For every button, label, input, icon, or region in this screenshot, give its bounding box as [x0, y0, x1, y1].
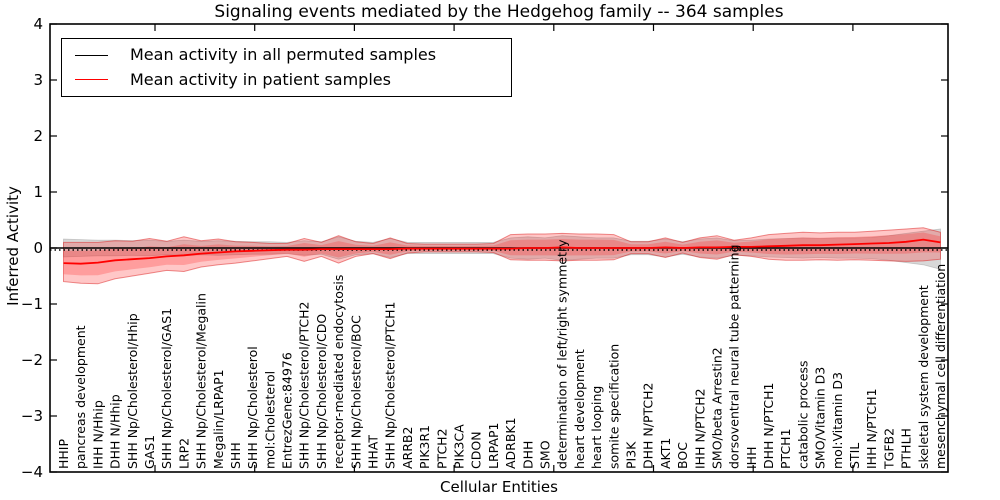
x-category-label: SMO/Vitamin D3 [813, 367, 828, 469]
x-category-label: somite specification [606, 344, 621, 469]
legend-label-permuted: Mean activity in all permuted samples [130, 45, 437, 65]
x-category-label: SHH Np/Cholesterol [245, 346, 260, 469]
x-category-label: LRP2 [176, 438, 191, 469]
x-axis-label: Cellular Entities [440, 478, 558, 496]
y-tick-label: 1 [33, 183, 43, 201]
x-category-label: catabolic process [795, 360, 810, 469]
x-category-label: IHH N/PTCH2 [692, 388, 707, 469]
x-category-label: AKT1 [658, 438, 673, 469]
x-category-label: IHH N/Hhip [90, 400, 105, 469]
x-category-label: HHAT [366, 435, 381, 469]
y-tick-label: 4 [33, 15, 43, 33]
legend-entry-permuted: Mean activity in all permuted samples [62, 46, 511, 64]
x-category-label: STIL [847, 443, 862, 469]
x-category-label: heart development [572, 349, 587, 469]
x-category-label: PIK3R1 [417, 425, 432, 469]
x-category-label: DHH N/PTCH2 [641, 383, 656, 469]
x-category-label: DHH [520, 441, 535, 469]
x-category-label: SHH [228, 442, 243, 469]
x-category-label: PTCH1 [778, 428, 793, 469]
x-category-label: BOC [675, 442, 690, 469]
x-category-label: PIK3CA [452, 424, 467, 469]
x-category-label: SHH Np/Cholesterol/Megalin [194, 293, 209, 469]
patient-range-band [63, 227, 941, 285]
x-category-label: CDON [469, 431, 484, 469]
x-category-label: mol:Vitamin D3 [830, 372, 845, 469]
x-category-label: SHH Np/Cholesterol/PTCH2 [297, 302, 312, 470]
patient-inner-band [63, 232, 941, 276]
x-category-label: receptor-mediated endocytosis [331, 275, 346, 469]
x-category-label: IHH N/PTCH1 [864, 388, 879, 469]
y-tick-label: −4 [21, 463, 43, 481]
x-category-label: TGFB2 [881, 428, 896, 470]
legend: Mean activity in all permuted samples Me… [61, 38, 512, 97]
chart-title: Signaling events mediated by the Hedgeho… [214, 2, 784, 22]
y-tick-label: −1 [21, 295, 43, 313]
x-category-label: determination of left/right symmetry [555, 239, 570, 469]
patient-mean-line [63, 238, 941, 265]
x-category-label: pancreas development [73, 325, 88, 469]
x-category-label: PI3K [624, 441, 639, 469]
x-category-label: dorsoventral neural tube patterning [727, 245, 742, 470]
x-category-label: SHH Np/Cholesterol/Hhip [125, 313, 140, 469]
x-category-label: SMO/beta Arrestin2 [710, 347, 725, 469]
x-category-label: SHH Np/Cholesterol/BOC [348, 315, 363, 469]
x-category-label: mol:Cholesterol [262, 371, 277, 469]
x-category-label: heart looping [589, 386, 604, 469]
x-category-label: ARRB2 [400, 427, 415, 469]
x-category-label: SMO [538, 440, 553, 469]
x-category-label: GAS1 [142, 435, 157, 469]
x-category-label: skeletal system development [916, 285, 931, 469]
x-category-label: PTHLH [899, 428, 914, 469]
x-category-label: Megalin/LRPAP1 [211, 369, 226, 469]
x-category-label: SHH Np/Cholesterol/CDO [314, 314, 329, 469]
y-tick-label: −3 [21, 407, 43, 425]
legend-entry-patient: Mean activity in patient samples [62, 71, 511, 89]
x-category-label: SHH Np/Cholesterol/GAS1 [159, 308, 174, 469]
x-category-label: DHH N/Hhip [108, 394, 123, 469]
x-category-label: EntrezGene:84976 [280, 352, 295, 469]
x-category-label: PTCH2 [434, 428, 449, 469]
x-category-label: LRPAP1 [486, 423, 501, 469]
y-tick-label: 2 [33, 127, 43, 145]
permuted-line-swatch [75, 54, 108, 56]
y-tick-label: 0 [33, 239, 43, 257]
x-category-label: SHH Np/Cholesterol/PTCH1 [383, 302, 398, 470]
x-category-label: DHH N/PTCH1 [761, 383, 776, 469]
x-category-label: ADRBK1 [503, 417, 518, 469]
y-tick-label: 3 [33, 71, 43, 89]
y-tick-label: −2 [21, 351, 43, 369]
patient-line-swatch [75, 79, 108, 81]
x-category-label: mesenchymal cell differentiation [933, 264, 948, 469]
x-category-label: HHIP [56, 439, 71, 469]
legend-label-patient: Mean activity in patient samples [130, 70, 391, 90]
x-category-label: IHH [744, 447, 759, 470]
